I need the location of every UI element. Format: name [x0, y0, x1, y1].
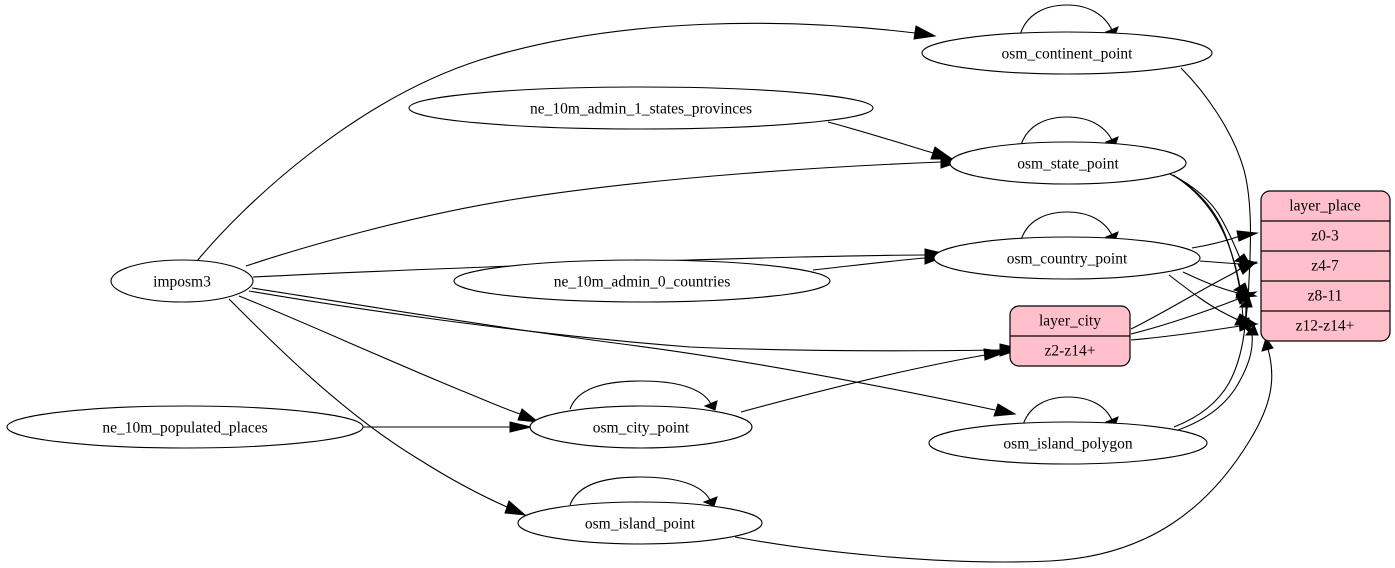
edge-self-loop-osm-island-point — [569, 476, 718, 507]
node-osm-city-point-label: osm_city_point — [593, 420, 690, 437]
node-osm-state-point[interactable]: osm_state_point — [949, 141, 1187, 185]
edge-imposm3-to-osm-island-polygon — [251, 287, 1017, 417]
node-osm-continent-point-label: osm_continent_point — [1002, 46, 1134, 63]
edge-imposm3-to-osm-island-point — [228, 298, 527, 516]
node-ne-10m-admin-1-states-provinces[interactable]: ne_10m_admin_1_states_provinces — [408, 86, 874, 130]
node-imposm3[interactable]: imposm3 — [110, 259, 254, 303]
edge-ne-countries-to-osm-country-point — [812, 251, 948, 271]
layer-place-row-z4-7[interactable]: z4-7 — [1311, 258, 1339, 275]
node-imposm3-label: imposm3 — [153, 274, 211, 291]
node-ne-10m-admin-0-countries[interactable]: ne_10m_admin_0_countries — [453, 259, 831, 303]
layer-place-title: layer_place — [1289, 198, 1361, 215]
edge-ne-states-to-osm-state-point — [827, 121, 954, 160]
edge-self-loop-osm-continent-point — [1019, 4, 1119, 36]
node-layer-city[interactable]: layer_city z2-z14+ — [1009, 305, 1131, 367]
layer-place-row-z0-3[interactable]: z0-3 — [1311, 228, 1339, 245]
node-ne-countries-label: ne_10m_admin_0_countries — [554, 274, 731, 291]
edge-ne-populated-to-osm-city-point — [363, 421, 532, 433]
edge-osm-country-point-to-layer-place-z0-3 — [1191, 230, 1259, 249]
node-ne-populated-label: ne_10m_populated_places — [102, 420, 267, 437]
edge-layer-city-to-layer-place-z12 — [1130, 320, 1259, 341]
edge-imposm3-to-osm-continent-point — [196, 22, 937, 262]
node-osm-island-point-label: osm_island_point — [585, 516, 696, 533]
edge-osm-city-point-to-layer-city — [740, 348, 1007, 413]
layer-place-row-z8-11[interactable]: z8-11 — [1308, 288, 1343, 305]
edge-layer-city-to-layer-place-z4-7 — [1130, 261, 1258, 330]
node-osm-island-polygon-label: osm_island_polygon — [1003, 436, 1132, 453]
layer-city-row-z2-z14[interactable]: z2-z14+ — [1045, 343, 1096, 360]
node-osm-city-point[interactable]: osm_city_point — [529, 405, 753, 449]
layer-place-row-z12-z14[interactable]: z12-z14+ — [1296, 318, 1355, 335]
node-osm-state-point-label: osm_state_point — [1017, 156, 1119, 173]
edge-imposm3-to-osm-city-point — [238, 295, 540, 423]
node-layer-place[interactable]: layer_place z0-3 z4-7 z8-11 z12-z14+ — [1260, 190, 1391, 342]
edge-osm-island-polygon-to-layer-place-z8-11 — [1173, 296, 1253, 428]
edge-osm-island-polygon-to-layer-place-z12 — [1177, 324, 1259, 431]
node-osm-continent-point[interactable]: osm_continent_point — [921, 31, 1213, 75]
edge-osm-island-point-to-layer-place-z12 — [734, 336, 1274, 563]
node-osm-country-point-label: osm_country_point — [1007, 251, 1128, 268]
edges-layer — [196, 4, 1274, 563]
node-ne-10m-populated-places[interactable]: ne_10m_populated_places — [6, 405, 364, 449]
node-osm-island-point[interactable]: osm_island_point — [517, 501, 763, 545]
layer-city-title: layer_city — [1039, 313, 1101, 330]
node-osm-country-point[interactable]: osm_country_point — [933, 236, 1201, 280]
edge-layer-city-to-layer-place-z8-11 — [1130, 291, 1258, 335]
edge-self-loop-osm-city-point — [569, 380, 718, 411]
node-ne-states-label: ne_10m_admin_1_states_provinces — [530, 101, 752, 118]
edge-imposm3-to-osm-state-point — [245, 155, 964, 267]
nodes-layer: imposm3 ne_10m_admin_1_states_provinces … — [6, 31, 1391, 545]
node-osm-island-polygon[interactable]: osm_island_polygon — [928, 421, 1208, 465]
